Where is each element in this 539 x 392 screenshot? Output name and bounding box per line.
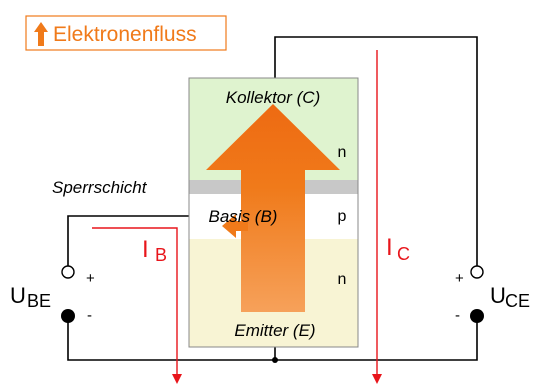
base-current-subscript: B [155, 245, 167, 265]
base-current-line [92, 227, 178, 374]
legend-box [25, 15, 227, 51]
base-label: Basis (B) [209, 207, 278, 226]
uce-subscript: CE [505, 291, 530, 311]
emitter-label: Emitter (E) [234, 321, 315, 340]
base-current-arrowhead [172, 374, 182, 384]
collector-current-symbol: I [386, 234, 393, 261]
ube-plus-sign: + [86, 270, 95, 287]
ube-subscript: BE [27, 291, 51, 311]
depletion-label: Sperrschicht [52, 178, 148, 197]
transistor-outline [188, 77, 359, 348]
electron-flow-arrow [206, 104, 340, 312]
ube-minus-sign: - [87, 307, 92, 324]
uce-plus-terminal [470, 265, 484, 279]
base-electron-arrow [222, 214, 248, 238]
uce-plus-sign: + [455, 270, 464, 287]
ube-plus-terminal [61, 265, 75, 279]
uce-minus-sign: - [455, 307, 460, 324]
collector-current-arrowhead [372, 374, 382, 384]
base-wire [67, 215, 189, 266]
collector-label: Kollektor (C) [226, 88, 320, 107]
uce-symbol: U [490, 283, 506, 308]
base-current-symbol: I [142, 236, 149, 263]
collector-doping-label: n [338, 144, 347, 161]
ube-symbol: U [10, 283, 26, 308]
emitter-doping-label: n [338, 271, 347, 288]
collector-wire [274, 36, 478, 266]
legend: Elektronenfluss [25, 15, 227, 51]
base-doping-label: p [338, 208, 347, 225]
collector-current-subscript: C [397, 244, 410, 264]
current-arrows [92, 50, 378, 374]
ube-minus-terminal [61, 309, 75, 323]
uce-minus-terminal [470, 309, 484, 323]
orange-up-arrow-icon [34, 22, 48, 46]
legend-label: Elektronenfluss [53, 23, 197, 46]
junction-node [272, 357, 278, 363]
